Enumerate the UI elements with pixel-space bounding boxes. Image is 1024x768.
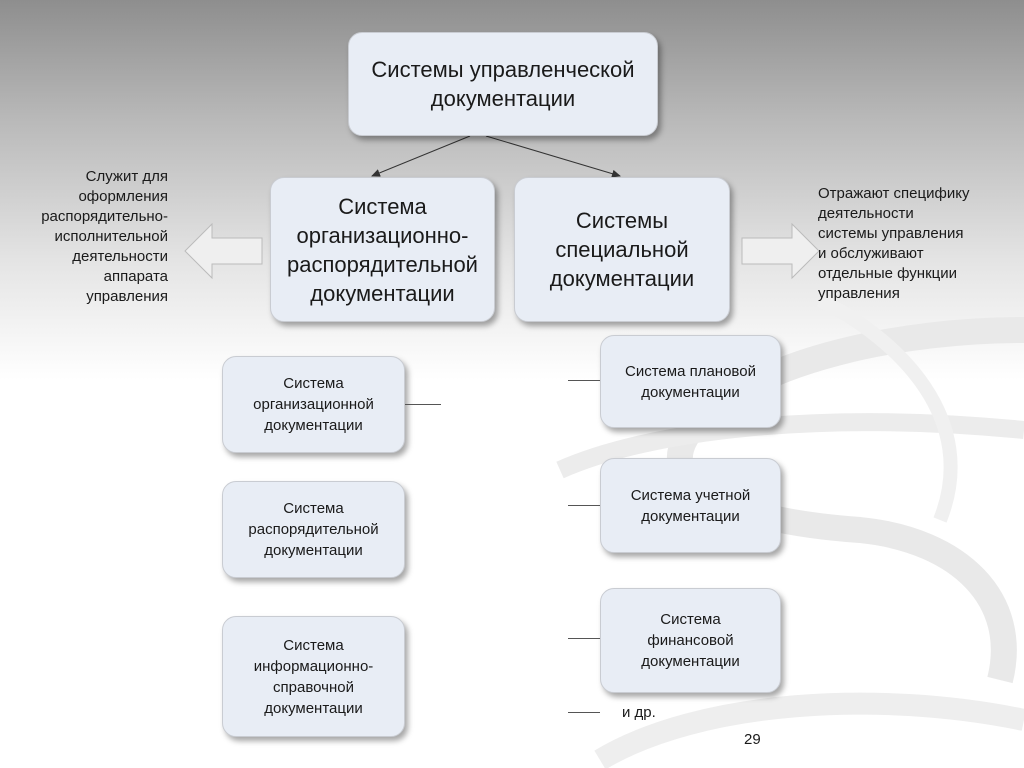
finance-doc-system-box: Система финансовой документации [600, 588, 781, 693]
root-system-label: Системы управленческой документации [371, 57, 635, 111]
finance-connector [568, 638, 600, 639]
org-doc-system-box: Система организационной документации [222, 356, 405, 453]
arrow-to-right-system [485, 135, 621, 178]
admin-doc-system-label: Система распорядительной документации [248, 500, 379, 559]
special-system-box: Системы специальной документации [514, 177, 730, 322]
left-hollow-arrow [184, 222, 263, 280]
org-admin-system-box: Система организационно- распорядительной… [270, 177, 495, 322]
right-hollow-arrow [741, 222, 820, 280]
arrow-to-left-system [371, 135, 471, 177]
account-doc-system-box: Система учетной документации [600, 458, 781, 553]
org-admin-system-label: Система организационно- распорядительной… [287, 193, 478, 306]
info-ref-doc-system-label: Система информационно- справочной докуме… [253, 636, 374, 717]
info-ref-doc-system-box: Система информационно- справочной докуме… [222, 616, 405, 737]
account-doc-system-label: Система учетной документации [630, 486, 751, 525]
etc-connector [568, 712, 600, 713]
finance-doc-system-label: Система финансовой документации [641, 611, 740, 670]
right-note: Отражают специфику деятельности системы … [818, 185, 970, 302]
special-system-label: Системы специальной документации [549, 208, 695, 291]
admin-doc-system-box: Система распорядительной документации [222, 481, 405, 578]
account-connector [568, 505, 600, 506]
left-child-connector [405, 404, 441, 405]
plan-doc-system-box: Система плановой документации [600, 335, 781, 428]
page-number: 29 [744, 731, 761, 748]
etc-label: и др. [622, 704, 656, 721]
org-doc-system-label: Система организационной документации [253, 375, 374, 434]
plan-doc-system-label: Система плановой документации [625, 362, 756, 401]
left-note: Служит для оформления распорядительно- и… [41, 168, 168, 305]
plan-connector [568, 380, 600, 381]
root-system-box: Системы управленческой документации [348, 32, 658, 136]
